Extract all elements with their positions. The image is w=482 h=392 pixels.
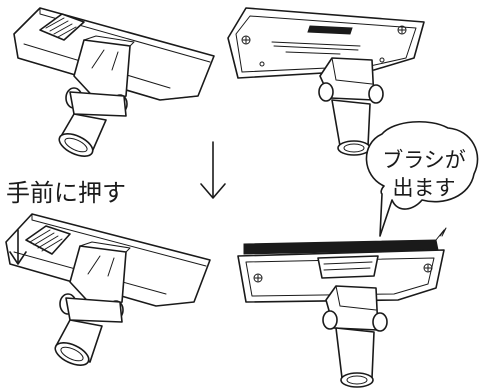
- brush-switch-bottom-left: [25, 225, 71, 255]
- nozzle-bottom-left: [5, 213, 211, 366]
- nozzle-top-right: [227, 7, 425, 156]
- push-caption: 手前に押す: [6, 179, 126, 207]
- brush-switch-top-left: [39, 13, 85, 41]
- nozzle-top-left: [13, 7, 215, 157]
- brush-caption-line2: 出ます: [393, 176, 456, 200]
- suction-slot-top-right: [307, 25, 353, 35]
- brush-caption-line1: ブラシが: [382, 148, 466, 172]
- down-arrow-icon: [200, 141, 226, 199]
- nozzle-bottom-right: [237, 227, 447, 388]
- speech-bubble: [365, 120, 479, 237]
